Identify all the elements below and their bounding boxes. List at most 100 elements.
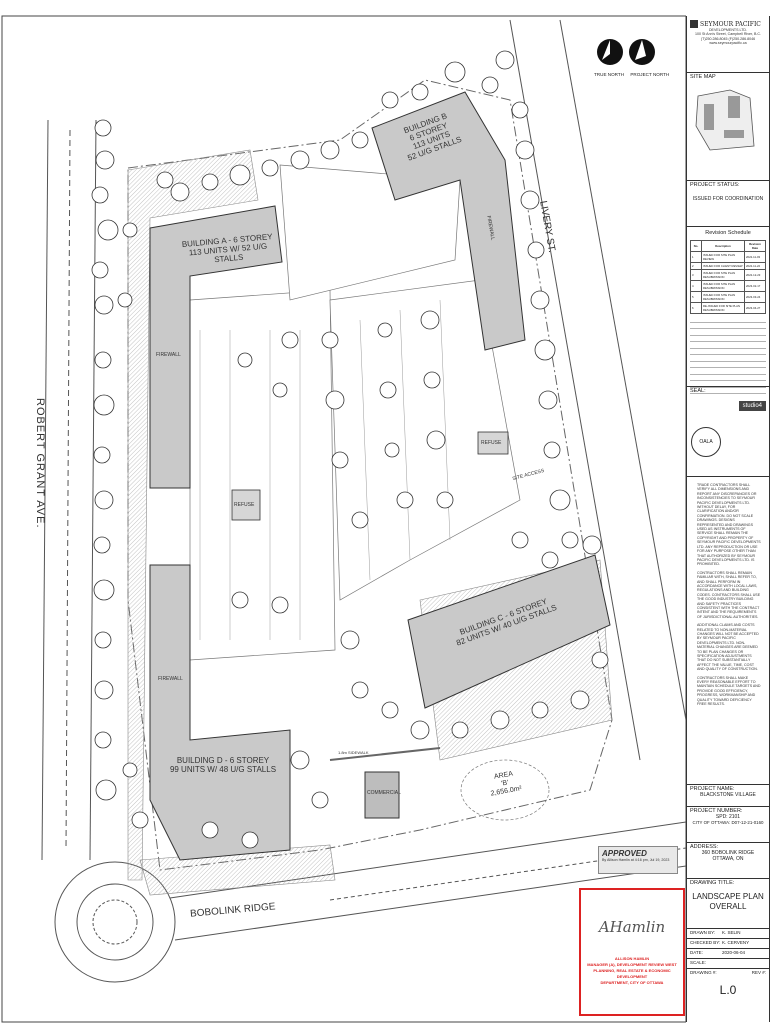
- company-name: SEYMOUR PACIFIC: [700, 20, 761, 28]
- note-4: CONTRACTORS SHALL MAKE EVERY REASONABLE …: [697, 675, 761, 707]
- city-approval-box: AHamlin ALLISON HAMLIN MANAGER (A), DEVE…: [579, 888, 685, 1016]
- note-2: CONTRACTORS SHALL REMAIN FAMILIAR WITH, …: [697, 570, 761, 619]
- address-label: ADDRESS:: [690, 844, 719, 850]
- revision-header-row: No. Description Revision Date: [690, 240, 766, 252]
- approval-dept: PLANNING, REAL ESTATE & ECONOMIC DEVELOP…: [593, 968, 671, 979]
- address-line-1: 360 BOBOLINK RIDGE: [701, 850, 755, 856]
- drawing-number-value: L.0: [719, 983, 737, 997]
- note-1: TRADE CONTRACTORS SHALL VERIFY ALL DIMEN…: [697, 483, 761, 567]
- drawing-title-label: DRAWING TITLE:: [690, 880, 735, 886]
- revision-header-no: No.: [690, 240, 702, 252]
- revision-desc: RE-ISSUED FOR SITE PLAN RESUBMISSION: [701, 302, 745, 314]
- drawing-title-block: DRAWING TITLE: LANDSCAPE PLAN OVERALL: [687, 878, 769, 928]
- approval-name: ALLISON HAMLIN: [614, 956, 650, 961]
- project-status-value: ISSUED FOR COORDINATION: [692, 196, 764, 202]
- trees: [91, 50, 609, 849]
- revision-date: 2022-12-23: [744, 269, 766, 281]
- revision-desc: ISSUED FOR SITE PLAN RESUBMISSION: [701, 269, 745, 281]
- refuse-label-2: REFUSE: [481, 440, 502, 446]
- date-row: DATE: 2020-06-04: [687, 948, 769, 958]
- building-a-footprint: [149, 205, 283, 489]
- robert-grant-road: [41, 119, 97, 861]
- city-number-value: CITY OF OTTAWA: D07-12-21-0160: [692, 820, 764, 825]
- approved-stamp: APPROVED By Allison Hamlin at 4:16 pm, J…: [598, 846, 678, 874]
- site-map-label: SITE MAP: [690, 74, 716, 80]
- revision-desc: ISSUED FOR SITE PLAN RESUBMISSION: [701, 280, 745, 292]
- project-number-value: SPD: 2101: [715, 814, 741, 820]
- project-name-value: BLACKSTONE VILLAGE: [700, 792, 756, 798]
- checked-by-row: CHECKED BY: K. CERVENY: [687, 938, 769, 948]
- commercial-label: COMMERCIAL: [367, 790, 401, 796]
- drawing-number-row: DRAWING #: REV #: L.0: [687, 968, 769, 1022]
- company-address-2: (T)250.286.8045 (F)250.286.8046: [700, 36, 756, 41]
- revision-header-date: Revision Date: [744, 240, 766, 252]
- roundabout: [54, 861, 176, 983]
- notes-block: TRADE CONTRACTORS SHALL VERIFY ALL DIMEN…: [687, 476, 769, 840]
- area-b-ellipse: [460, 759, 550, 821]
- building-b-footprint: [371, 91, 526, 351]
- approval-org: DEPARTMENT, CITY OF OTTAWA: [600, 980, 664, 985]
- drawing-number-label: DRAWING #:: [690, 970, 717, 975]
- revision-schedule-title: Revision Schedule: [705, 230, 751, 236]
- building-d-line-2: 99 UNITS W/ 48 U/G STALLS: [169, 765, 277, 774]
- address-line-2: OTTAWA, ON: [712, 856, 744, 862]
- project-status-block: PROJECT STATUS: ISSUED FOR COORDINATION: [687, 180, 769, 226]
- north-arrows: TRUE NORTH PROJECT NORTH: [594, 36, 669, 84]
- revision-no: 3: [690, 269, 702, 281]
- revision-desc: ISSUED FOR CLIENT REVIEW: [701, 262, 745, 270]
- scale-label: SCALE:: [690, 960, 707, 965]
- date-label: DATE:: [690, 950, 703, 955]
- checked-by-value: K. CERVENY: [722, 940, 750, 945]
- firewall-label-2: FIREWALL: [158, 676, 183, 682]
- title-block: SEYMOUR PACIFIC DEVELOPMENTS LTD. 100 St…: [686, 16, 770, 1022]
- oala-seal: OALA: [691, 427, 721, 457]
- revision-empty-rows: [690, 316, 766, 396]
- studio-logo: studio4: [738, 401, 766, 411]
- revision-no: 1: [690, 251, 702, 263]
- building-c-footprint: [407, 554, 611, 709]
- seal-label: SEAL:: [690, 388, 706, 394]
- date-value: 2020-06-04: [722, 950, 746, 955]
- building-d-label: BUILDING D - 6 STOREY 99 UNITS W/ 48 U/G…: [168, 756, 278, 774]
- approval-signature: AHamlin: [598, 918, 666, 936]
- project-name-label: PROJECT NAME:: [690, 786, 735, 792]
- rev-number-label: REV #:: [751, 970, 766, 975]
- true-north-label: TRUE NORTH: [594, 72, 625, 77]
- firewall-label-1: FIREWALL: [156, 352, 181, 358]
- revision-date: 2022-11-22: [744, 262, 766, 270]
- approved-title: APPROVED: [602, 849, 647, 858]
- revision-date: 2023-03-24: [744, 291, 766, 303]
- revision-header-desc: Description: [701, 240, 745, 252]
- sidewalk-line: [329, 747, 441, 761]
- company-address-1: 100 St Ann's Street, Campbell River, B.C…: [694, 32, 761, 37]
- refuse-enclosure-2: [477, 431, 509, 455]
- revision-date: 2022-11-03: [744, 251, 766, 263]
- approved-by: By Allison Hamlin at 4:16 pm, Jul 19, 20…: [602, 858, 670, 862]
- revision-desc: ISSUED FOR SITE PLAN RESUBMISSION: [701, 291, 745, 303]
- checked-by-label: CHECKED BY:: [690, 940, 721, 945]
- revision-date: 2023-02-17: [744, 280, 766, 292]
- company-block: SEYMOUR PACIFIC DEVELOPMENTS LTD. 100 St…: [687, 16, 769, 72]
- north-arrow-icon: [597, 39, 655, 65]
- seal-block: SEAL: studio4 OALA: [687, 386, 769, 476]
- drawn-by-value: K. SELIN: [722, 930, 741, 935]
- building-d-line-1: BUILDING D - 6 STOREY: [176, 756, 270, 765]
- project-number-block: PROJECT NUMBER: SPD: 2101 CITY OF OTTAWA…: [687, 806, 769, 842]
- refuse-label-1: REFUSE: [234, 502, 255, 508]
- commercial-footprint: [364, 771, 400, 819]
- project-status-label: PROJECT STATUS:: [690, 182, 740, 188]
- note-3: ADDITIONAL CLAIMS AND COSTS RELATED TO N…: [697, 623, 759, 672]
- project-north-label: PROJECT NORTH: [630, 72, 670, 77]
- company-subname: DEVELOPMENTS LTD.: [708, 28, 748, 32]
- revision-no: 5: [690, 291, 702, 303]
- robert-grant-label: ROBERT GRANT AVE.: [34, 398, 46, 529]
- revision-desc: ISSUED FOR SITE PLAN REVIEW: [701, 251, 745, 263]
- revision-no: 6: [690, 302, 702, 314]
- building-d-footprint: [149, 564, 291, 861]
